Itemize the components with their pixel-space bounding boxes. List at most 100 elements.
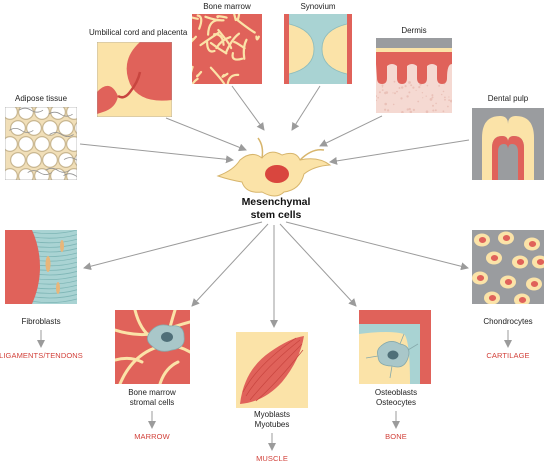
- adipocyte: [10, 119, 27, 136]
- adipocyte: [33, 136, 50, 153]
- dermis-dot: [401, 111, 404, 113]
- dermis-dot: [432, 109, 435, 112]
- arrow-to-osteoblasts: [279, 223, 357, 307]
- dermis-dot: [384, 102, 388, 106]
- dermis-dot: [415, 89, 417, 91]
- dermis-dot: [406, 108, 409, 111]
- tissue-label-ligaments-tendons: LIGAMENTS/TENDONS: [0, 351, 83, 360]
- trabecula: [216, 15, 228, 19]
- dermis-dot: [387, 109, 390, 112]
- source-label-synovium: Synovium: [300, 2, 336, 11]
- dermis-dot: [435, 102, 437, 105]
- adipocyte: [57, 152, 74, 169]
- trabecula: [217, 29, 233, 50]
- center-title-line2: stem cells: [250, 209, 302, 221]
- chondrocyte-nucleus: [530, 281, 539, 287]
- dermis-dot: [426, 84, 429, 87]
- dermis-dot: [431, 96, 434, 99]
- dermis-dot: [432, 104, 434, 107]
- adipocyte: [66, 107, 77, 120]
- center-title-line1: Mesenchymal: [241, 196, 311, 208]
- trabecula: [196, 14, 203, 30]
- cell-label-fibroblasts: Fibroblasts: [21, 317, 61, 326]
- adipose-fiber: [18, 107, 44, 113]
- dermis-dot: [394, 92, 396, 95]
- adipose-fiber: [63, 173, 77, 178]
- trabecula: [192, 35, 197, 43]
- dermis-dot: [447, 105, 449, 108]
- arrows: [37, 85, 512, 451]
- source-label-dental: Dental pulp: [487, 94, 529, 103]
- adipose-fiber: [63, 157, 77, 161]
- arrow-to-stromal: [191, 223, 269, 307]
- adipocyte: [66, 136, 77, 152]
- dermis-dot: [401, 86, 404, 89]
- cell-label-stromal-line1: Bone marrow: [128, 388, 176, 397]
- trabecula: [221, 72, 229, 78]
- adipocyte: [5, 168, 18, 180]
- dermis-dot: [385, 91, 389, 94]
- collagen-fiber: [29, 298, 77, 303]
- dermis-dot: [406, 95, 409, 98]
- cell-label-osteocytes: Osteocytes: [375, 398, 416, 407]
- dermis-dot: [381, 89, 384, 91]
- arrow-dermis: [319, 115, 383, 147]
- dermis-dot: [376, 95, 377, 98]
- dermis-dot: [442, 90, 445, 93]
- adipose-fiber: [45, 167, 70, 173]
- dermis-dot: [377, 96, 380, 99]
- chondrocyte-nucleus: [502, 235, 511, 241]
- trabecula: [224, 32, 241, 55]
- mesenchymal-stem-cell-icon: [216, 137, 332, 197]
- myoblasts-icon: [236, 332, 308, 408]
- dermis-dot: [450, 101, 452, 103]
- adipocyte: [5, 136, 18, 152]
- trabecula: [233, 40, 246, 50]
- dermis-dot: [400, 97, 403, 100]
- dermis-dot: [376, 99, 377, 102]
- chondrocyte-nucleus: [504, 279, 513, 285]
- dermis-dot: [438, 85, 440, 87]
- chondrocyte-nucleus: [476, 275, 485, 281]
- source-label-bone-marrow: Bone marrow: [203, 2, 251, 11]
- dermis-dot: [404, 85, 407, 88]
- adipocyte: [50, 168, 66, 180]
- dermis-dot: [444, 96, 446, 99]
- dermis-dot: [422, 97, 424, 99]
- dermis-dot: [441, 93, 443, 96]
- trabecula: [226, 73, 240, 84]
- dermis-dot: [398, 87, 401, 89]
- adipocyte: [49, 136, 66, 153]
- dermis-dot: [381, 86, 384, 88]
- adipocyte: [26, 119, 43, 136]
- tissue-label-cartilage: CARTILAGE: [486, 351, 530, 360]
- arrow-umbilical: [165, 117, 247, 152]
- trabecula: [195, 70, 203, 78]
- fibroblasts-icon: [5, 230, 77, 304]
- trabecula: [209, 41, 228, 55]
- dermis-dot: [425, 110, 429, 113]
- umbilical-cord-placenta-icon: [97, 42, 172, 117]
- chondrocyte-nucleus: [528, 241, 537, 247]
- dermis-dot: [381, 84, 384, 87]
- dermis-dot: [425, 95, 427, 97]
- cell-label-chondrocytes: Chondrocytes: [483, 317, 533, 326]
- synovium-icon: [284, 14, 352, 84]
- bone-marrow-icon: [192, 14, 262, 84]
- adipose-fiber: [27, 170, 52, 175]
- trabecula: [192, 16, 199, 20]
- dermis-dot: [448, 96, 450, 98]
- adipose-fiber: [49, 132, 74, 137]
- arrow-bone-marrow: [231, 85, 265, 131]
- trabecula: [213, 33, 225, 46]
- dermis-dot: [421, 92, 424, 94]
- dermis-dot: [410, 84, 413, 87]
- dermis-dot: [431, 94, 434, 97]
- dermis-dot: [384, 108, 387, 111]
- dermis-dot: [412, 86, 415, 89]
- adipocyte: [26, 152, 43, 169]
- trabecula: [242, 38, 248, 60]
- dermis-dot: [448, 99, 450, 101]
- dermis-dot: [393, 80, 396, 83]
